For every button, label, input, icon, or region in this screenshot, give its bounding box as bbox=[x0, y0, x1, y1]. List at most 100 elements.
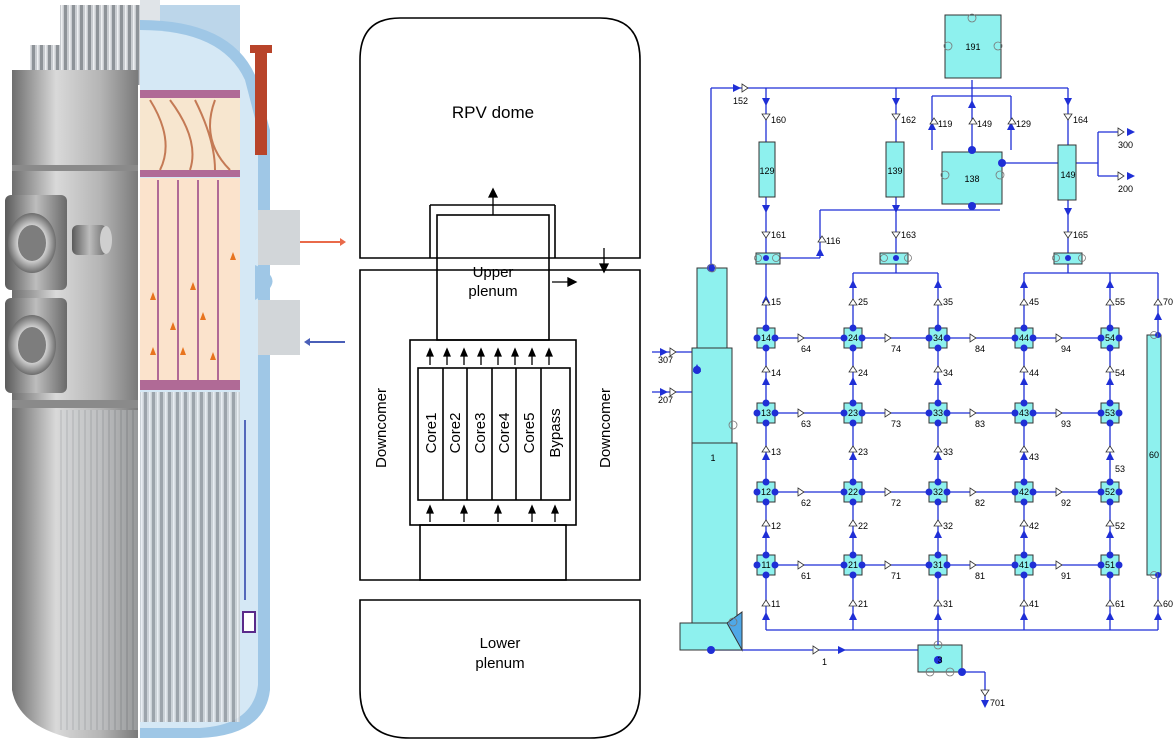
junction-label: 54 bbox=[1115, 368, 1125, 378]
junction-label: 119 bbox=[938, 119, 952, 129]
junction-label: 701 bbox=[990, 698, 1005, 708]
volume-downcomer-1-low bbox=[691, 442, 738, 624]
junction-label: 163 bbox=[901, 230, 916, 240]
node-label: 21 bbox=[848, 560, 858, 570]
lower-plenum-label-line2: plenum bbox=[475, 655, 524, 672]
downcomer-region bbox=[359, 269, 641, 581]
junction-label: 307 bbox=[658, 355, 673, 365]
junction-label: 83 bbox=[975, 419, 985, 429]
junction-label: 162 bbox=[901, 115, 916, 125]
junction-label: 21 bbox=[858, 599, 868, 609]
node-label: 34 bbox=[933, 333, 943, 343]
junction-label: 207 bbox=[658, 395, 673, 405]
junction-label: 64 bbox=[801, 344, 811, 354]
junction-label: 73 bbox=[891, 419, 901, 429]
junction-label: 165 bbox=[1073, 230, 1088, 240]
node-label: 24 bbox=[848, 333, 858, 343]
channel-core5-label: Core5 bbox=[521, 413, 538, 454]
junction-label: 41 bbox=[1029, 599, 1039, 609]
junction-label: 45 bbox=[1029, 297, 1039, 307]
volume-191 bbox=[944, 14, 1002, 79]
junction-label: 23 bbox=[858, 447, 868, 457]
volume-191-label: 191 bbox=[965, 42, 980, 52]
node-label: 12 bbox=[761, 487, 771, 497]
junction-label: 81 bbox=[975, 571, 985, 581]
node-label: 32 bbox=[933, 487, 943, 497]
junction-label: 11 bbox=[771, 599, 780, 609]
channel-core1-label: Core1 bbox=[423, 413, 440, 454]
junction-label: 25 bbox=[858, 297, 868, 307]
node-label: 44 bbox=[1019, 333, 1029, 343]
channel-core3-label: Core3 bbox=[472, 413, 489, 454]
junction-label: 61 bbox=[1115, 599, 1125, 609]
junction-label: 74 bbox=[891, 344, 901, 354]
volume-downcomer-1 bbox=[696, 267, 728, 349]
volume-60 bbox=[1146, 334, 1162, 576]
horizontal-junction-labels: 64 74 84 94 63 73 83 93 62 72 82 92 61 7… bbox=[801, 344, 1071, 581]
node-label: 11 bbox=[761, 560, 770, 570]
junction-label: 35 bbox=[943, 297, 953, 307]
node-label: 41 bbox=[1019, 560, 1029, 570]
node-label: 22 bbox=[848, 487, 858, 497]
node-label: 53 bbox=[1105, 408, 1115, 418]
junction-label: 31 bbox=[943, 599, 953, 609]
junction-label: 60 bbox=[1163, 599, 1173, 609]
peripheral-junction-labels: 152 160 162 164 119 149 129 161 116 163 … bbox=[658, 96, 1133, 708]
lower-plenum-label-line1: Lower bbox=[480, 635, 521, 652]
volume-60-label: 60 bbox=[1149, 450, 1159, 460]
junction-label: 63 bbox=[801, 419, 811, 429]
junction-label: 71 bbox=[891, 571, 901, 581]
junction-valves bbox=[669, 83, 1163, 697]
junction-label: 52 bbox=[1115, 521, 1125, 531]
upper-plenum-label-line2: plenum bbox=[468, 283, 517, 300]
junction-label: 70 bbox=[1163, 297, 1173, 307]
junction-label: 15 bbox=[771, 297, 781, 307]
junction-label: 129 bbox=[1016, 119, 1031, 129]
schematic-arrows bbox=[426, 187, 610, 522]
volume-138 bbox=[941, 151, 1003, 205]
node-label: 13 bbox=[761, 408, 771, 418]
junction-label: 300 bbox=[1118, 140, 1133, 150]
junction-label: 43 bbox=[1029, 452, 1039, 462]
volume-129-label: 129 bbox=[759, 166, 774, 176]
node-label: 43 bbox=[1019, 408, 1029, 418]
junction-label: 91 bbox=[1061, 571, 1071, 581]
junction-label: 72 bbox=[891, 498, 901, 508]
volume-3-label: 3 bbox=[937, 655, 942, 665]
junction-label: 149 bbox=[977, 119, 992, 129]
downcomer-right-label: Downcomer bbox=[597, 388, 614, 468]
junction-label: 32 bbox=[943, 521, 953, 531]
junction-label: 152 bbox=[733, 96, 748, 106]
junction-label: 93 bbox=[1061, 419, 1071, 429]
junction-label: 61 bbox=[801, 571, 811, 581]
node-label: 31 bbox=[933, 560, 943, 570]
node-label: 54 bbox=[1105, 333, 1115, 343]
volume-129 bbox=[758, 141, 776, 198]
junction-label: 84 bbox=[975, 344, 985, 354]
junction-label: 12 bbox=[771, 521, 781, 531]
node-label: 52 bbox=[1105, 487, 1115, 497]
junction-label: 14 bbox=[771, 368, 781, 378]
core-channel-labels: Core1 Core2 Core3 Core4 Core5 Bypass bbox=[423, 408, 564, 457]
core-node-labels: 14 24 34 44 54 13 23 33 43 53 12 22 32 4… bbox=[761, 333, 1115, 570]
junction-label: 200 bbox=[1118, 184, 1133, 194]
volume-139 bbox=[885, 141, 905, 198]
rpv-dome-label: RPV dome bbox=[452, 103, 534, 122]
junction-label: 116 bbox=[826, 236, 840, 246]
flow-arrowheads bbox=[660, 84, 1162, 708]
channel-core2-label: Core2 bbox=[447, 413, 464, 454]
volume-149-label: 149 bbox=[1060, 170, 1075, 180]
channel-core4-label: Core4 bbox=[496, 413, 513, 454]
junction-label: 24 bbox=[858, 368, 868, 378]
junction-label: 33 bbox=[943, 447, 953, 457]
junction-label: 94 bbox=[1061, 344, 1071, 354]
node-label: 14 bbox=[761, 333, 771, 343]
reactor-schematic bbox=[359, 17, 641, 739]
volume-138-label: 138 bbox=[964, 174, 979, 184]
junction-label: 34 bbox=[943, 368, 953, 378]
volume-downcomer-1-mid bbox=[691, 347, 733, 444]
junction-label: 160 bbox=[771, 115, 786, 125]
junction-label: 44 bbox=[1029, 368, 1039, 378]
reactor-cutaway-illustration bbox=[5, 0, 346, 738]
node-label: 51 bbox=[1105, 560, 1115, 570]
